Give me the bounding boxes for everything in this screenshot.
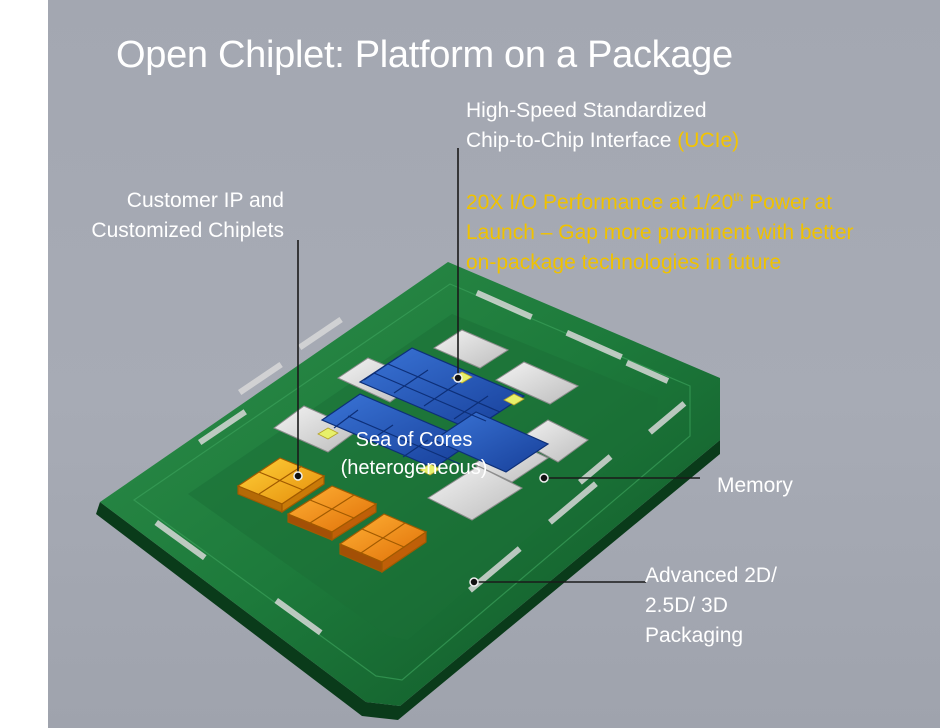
perf-line3: on-package technologies in future xyxy=(466,251,782,274)
interface-line2-text: Chip-to-Chip Interface xyxy=(466,129,672,152)
perf-line1-pre: 20X I/O Performance at 1/20 xyxy=(466,191,734,214)
packaging-line3: Packaging xyxy=(645,624,744,647)
memory-label: Memory xyxy=(717,474,793,497)
sea-of-cores-sublabel: (heterogeneous) xyxy=(341,457,488,479)
sea-of-cores-label: Sea of Cores xyxy=(356,429,473,451)
packaging-line2: 2.5D/ 3D xyxy=(645,594,728,617)
interface-line1: High-Speed Standardized xyxy=(466,99,707,122)
performance-note: 20X I/O Performance at 1/20th Power at L… xyxy=(466,188,854,278)
perf-line1-sup: th xyxy=(733,190,744,204)
perf-line2: Launch – Gap more prominent with better xyxy=(466,221,854,244)
customer-ip-line1: Customer IP and xyxy=(126,189,284,212)
slide-title: Open Chiplet: Platform on a Package xyxy=(116,34,733,76)
interface-label: High-Speed Standardized Chip-to-Chip Int… xyxy=(466,96,739,156)
packaging-label: Advanced 2D/ 2.5D/ 3D Packaging xyxy=(645,561,777,651)
substrate-pads xyxy=(154,290,687,636)
ucie-highlight: (UCIe) xyxy=(677,129,740,152)
anchor-dots xyxy=(293,373,549,587)
package-illustration: Sea of Cores (heterogeneous) xyxy=(96,148,720,720)
perf-line1: 20X I/O Performance at 1/20th Power at xyxy=(466,188,854,218)
customer-ip-line2: Customized Chiplets xyxy=(91,219,284,242)
customer-ip-label: Customer IP and Customized Chiplets xyxy=(58,186,284,246)
core-tiles xyxy=(320,347,550,473)
slide: Sea of Cores (heterogeneous) Open Chiple… xyxy=(48,0,940,728)
customer-ip-chiplets xyxy=(236,457,428,574)
packaging-line1: Advanced 2D/ xyxy=(645,564,777,587)
leader-lines xyxy=(297,148,700,583)
perf-line1-post: Power at xyxy=(743,191,833,214)
interface-line2: Chip-to-Chip Interface (UCIe) xyxy=(466,126,739,156)
